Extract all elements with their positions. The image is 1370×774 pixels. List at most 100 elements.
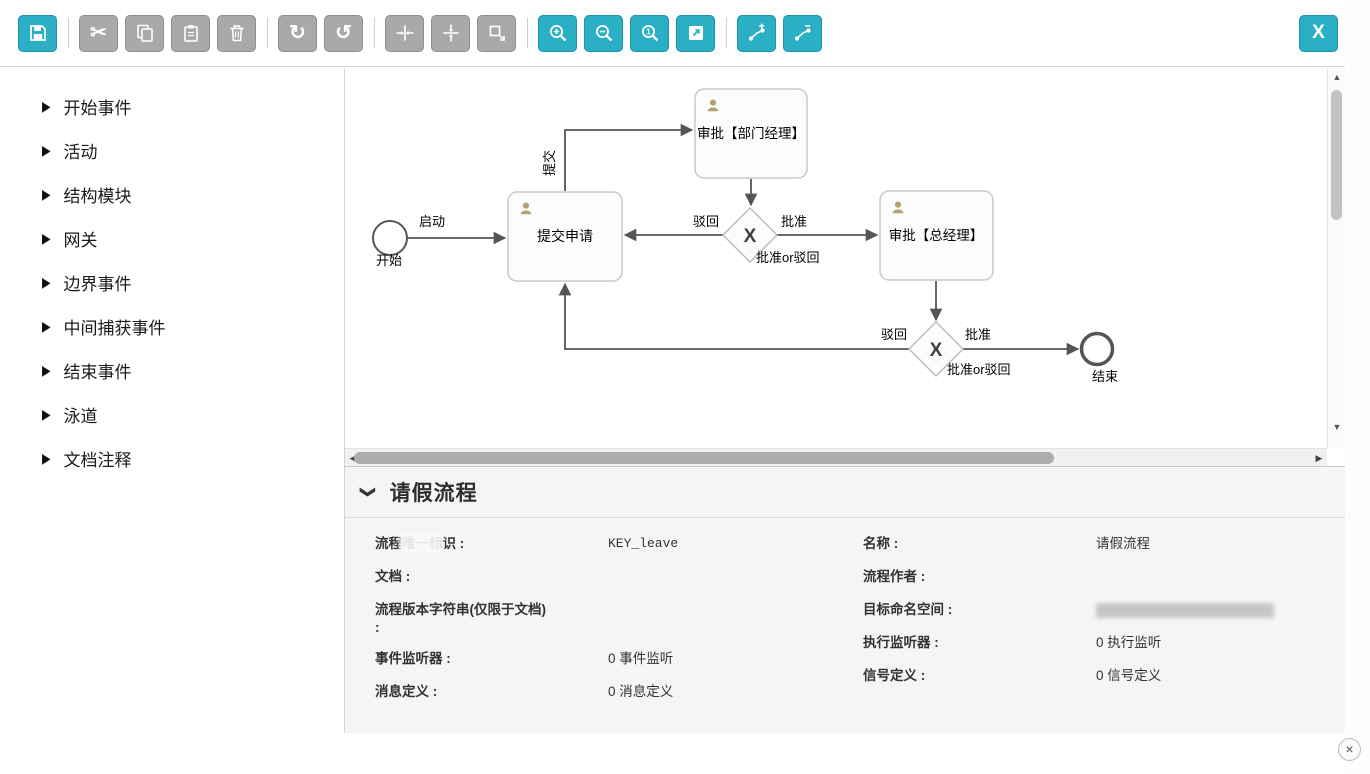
cut-button[interactable]: ✂: [79, 14, 118, 52]
field-value-event-listeners[interactable]: 0 事件监听: [608, 651, 674, 666]
user-task-icon: [707, 99, 719, 112]
zoom-in-button[interactable]: [538, 14, 577, 52]
palette-item-label: 结构模块: [63, 186, 132, 206]
field-label-event-listeners: 事件监听器 :: [375, 651, 451, 666]
gateway-symbol: X: [744, 226, 757, 247]
align-vertical-button[interactable]: [431, 14, 470, 52]
copy-button[interactable]: [125, 14, 164, 52]
scroll-up-arrow-icon[interactable]: ▲: [1332, 72, 1342, 82]
edge-label-gw2-reject: 驳回: [881, 327, 907, 342]
field-value-name[interactable]: 请假流程: [1096, 536, 1150, 551]
edge-submit-to-dept-manager[interactable]: [564, 123, 694, 191]
field-value-process-id[interactable]: KEY_leave: [608, 536, 679, 551]
gateway-1[interactable]: X: [721, 206, 779, 264]
task-approve-dept-manager[interactable]: 审批【部门经理】: [694, 88, 808, 179]
zoom-out-icon: [594, 23, 614, 43]
remove-bendpoint-button[interactable]: [783, 14, 822, 52]
properties-panel: ❯ 请假流程 流程唯一标识 : KEY_leave 文档 : 流程版本字符串(仅…: [345, 466, 1345, 733]
start-event-label: 开始: [376, 253, 402, 268]
start-event-node[interactable]: [372, 220, 408, 256]
chevron-right-icon: ▶: [42, 363, 51, 379]
field-value-documentation[interactable]: [608, 568, 827, 588]
vertical-scrollbar-thumb[interactable]: [1331, 90, 1342, 220]
align-horizontal-button[interactable]: [385, 14, 424, 52]
scroll-left-arrow-icon[interactable]: ◀: [349, 453, 357, 463]
scroll-right-arrow-icon[interactable]: ▶: [1315, 453, 1323, 463]
collapse-chevron-icon[interactable]: ❯: [359, 485, 377, 499]
properties-grid: 流程唯一标识 : KEY_leave 文档 : 流程版本字符串(仅限于文档) :…: [345, 518, 1345, 720]
redacted-value: [1096, 603, 1274, 618]
process-title: 请假流程: [389, 482, 478, 505]
redo-icon: ↻: [289, 22, 306, 44]
field-value-message-definitions[interactable]: 0 消息定义: [608, 684, 674, 699]
field-label-name: 名称 :: [863, 536, 899, 551]
palette-item-start-events[interactable]: ▶ 开始事件: [0, 84, 344, 128]
zoom-actual-button[interactable]: 1: [630, 14, 669, 52]
zoom-out-button[interactable]: [584, 14, 623, 52]
field-label-documentation: 文档 :: [375, 569, 411, 584]
vertical-scrollbar[interactable]: ▲ ▼: [1327, 68, 1345, 448]
chevron-right-icon: ▶: [42, 407, 51, 423]
field-value-process-author[interactable]: [1096, 568, 1315, 588]
undo-icon: ↺: [335, 22, 352, 44]
palette-item-label: 结束事件: [63, 362, 132, 382]
task-submit-request[interactable]: 提交申请: [507, 191, 623, 282]
toolbar-divider: [374, 18, 375, 48]
scroll-down-arrow-icon[interactable]: ▼: [1332, 422, 1342, 432]
paste-icon: [181, 23, 201, 43]
save-button[interactable]: [18, 14, 57, 52]
paste-button[interactable]: [171, 14, 210, 52]
field-label-execution-listeners: 执行监听器 :: [863, 635, 939, 650]
palette-item-end-events[interactable]: ▶ 结束事件: [0, 348, 344, 392]
same-size-button[interactable]: [477, 14, 516, 52]
toolbar: ✂ ↻ ↺: [0, 0, 1347, 67]
toolbar-divider: [267, 18, 268, 48]
palette-item-boundary-events[interactable]: ▶ 边界事件: [0, 260, 344, 304]
toolbar-divider: [726, 18, 727, 48]
task-approve-general-manager[interactable]: 审批【总经理】: [879, 190, 994, 281]
horizontal-scrollbar-thumb[interactable]: [354, 452, 1054, 464]
field-value-target-namespace[interactable]: [1096, 601, 1315, 621]
add-bendpoint-button[interactable]: [737, 14, 776, 52]
blur-patch: [399, 533, 443, 553]
chevron-right-icon: ▶: [42, 231, 51, 247]
gateway-symbol: X: [930, 340, 943, 361]
edge-gateway2-reject[interactable]: [558, 282, 909, 350]
chevron-right-icon: ▶: [42, 451, 51, 467]
field-value-signal-definitions[interactable]: 0 信号定义: [1096, 668, 1162, 683]
palette-item-intermediate-catching-events[interactable]: ▶ 中间捕获事件: [0, 304, 344, 348]
scissors-icon: ✂: [90, 22, 107, 44]
field-label-process-author: 流程作者 :: [863, 569, 926, 584]
gateway-2[interactable]: X: [907, 320, 965, 378]
palette-item-label: 开始事件: [63, 98, 132, 118]
toolbar-divider: [527, 18, 528, 48]
panel-close-button[interactable]: ×: [1338, 738, 1361, 761]
toolbar-divider: [68, 18, 69, 48]
horizontal-scrollbar[interactable]: ◀ ▶: [345, 448, 1327, 466]
delete-button[interactable]: [217, 14, 256, 52]
field-value-execution-listeners[interactable]: 0 执行监听: [1096, 635, 1162, 650]
close-editor-button[interactable]: X: [1299, 14, 1338, 52]
field-label-message-definitions: 消息定义 :: [375, 684, 438, 699]
user-task-icon: [520, 202, 532, 215]
properties-left-column: 流程唯一标识 : KEY_leave 文档 : 流程版本字符串(仅限于文档) :…: [375, 533, 827, 703]
diagram-canvas[interactable]: 开始 提交申请 审批【部门经理】: [345, 68, 1327, 448]
palette-item-activities[interactable]: ▶ 活动: [0, 128, 344, 172]
undo-button[interactable]: ↺: [324, 14, 363, 52]
palette-item-swimlanes[interactable]: ▶ 泳道: [0, 392, 344, 436]
copy-icon: [135, 23, 155, 43]
end-event-node[interactable]: [1079, 331, 1115, 367]
palette-sidebar: ▶ 开始事件 ▶ 活动 ▶ 结构模块 ▶ 网关 ▶ 边界事件 ▶ 中间捕获事件 …: [0, 68, 345, 733]
field-label-version-string: 流程版本字符串(仅限于文档) :: [375, 602, 546, 635]
palette-item-annotations[interactable]: ▶ 文档注释: [0, 436, 344, 480]
end-event-label: 结束: [1092, 369, 1118, 384]
palette-item-gateways[interactable]: ▶ 网关: [0, 216, 344, 260]
edge-label-gw1-approve: 批准: [781, 214, 807, 229]
fit-to-screen-button[interactable]: [676, 14, 715, 52]
field-value-version-string[interactable]: [608, 601, 827, 637]
chevron-right-icon: ▶: [42, 319, 51, 335]
chevron-right-icon: ▶: [42, 143, 51, 159]
zoom-in-icon: [548, 23, 568, 43]
redo-button[interactable]: ↻: [278, 14, 317, 52]
palette-item-structural[interactable]: ▶ 结构模块: [0, 172, 344, 216]
